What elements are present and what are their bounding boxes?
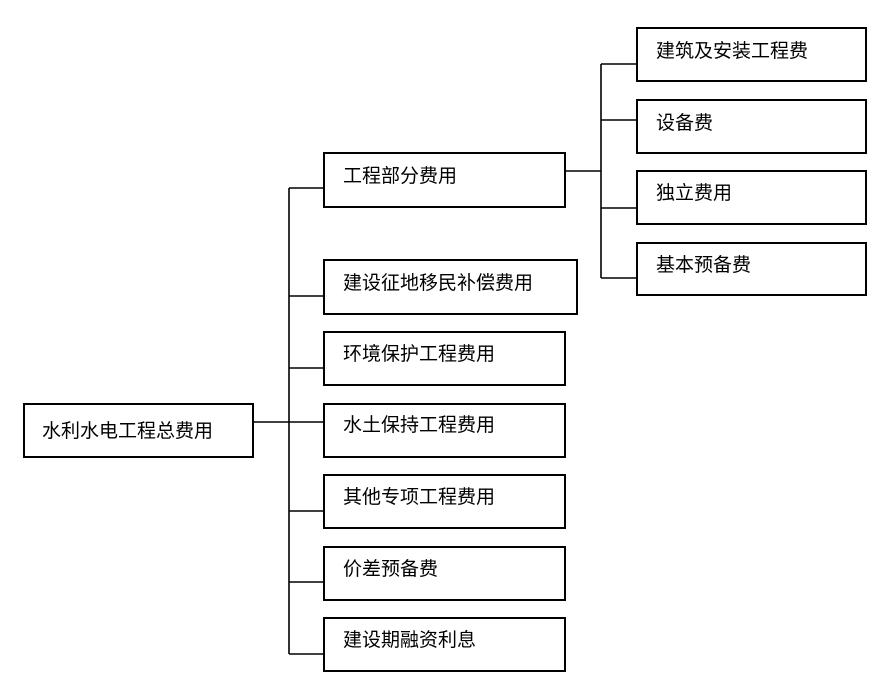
- level1-box: [323, 474, 566, 529]
- level2-label: 独立费用: [656, 182, 732, 204]
- level2-box: [636, 99, 867, 154]
- level1-box: [323, 331, 566, 386]
- level2-box: [636, 242, 867, 296]
- level1-node: 环境保护工程费用: [323, 331, 566, 386]
- level1-box: [323, 259, 578, 315]
- level1-label: 其他专项工程费用: [343, 486, 495, 508]
- level1-label: 工程部分费用: [343, 165, 457, 187]
- level1-label: 价差预备费: [343, 558, 438, 580]
- level1-label: 建设期融资利息: [343, 629, 476, 651]
- level2-label: 建筑及安装工程费: [656, 40, 808, 62]
- level2-node: 设备费: [636, 99, 867, 154]
- level2-node: 建筑及安装工程费: [636, 27, 867, 82]
- root-node: 水利水电工程总费用: [23, 403, 254, 458]
- root-box: [23, 403, 254, 458]
- level2-label: 基本预备费: [656, 254, 751, 276]
- level1-node: 水土保持工程费用: [323, 403, 566, 458]
- level1-node: 价差预备费: [323, 546, 566, 601]
- level1-box: [323, 617, 566, 672]
- level1-label: 建设征地移民补偿费用: [343, 272, 533, 294]
- connectors: [254, 63, 637, 655]
- level2-node: 基本预备费: [636, 242, 867, 296]
- level2-box: [636, 27, 867, 82]
- level1-node: 建设期融资利息: [323, 617, 566, 672]
- level1-box: [323, 403, 566, 458]
- level2-nodes: 建筑及安装工程费 设备费 独立费用 基本预备费: [636, 27, 867, 296]
- level1-label: 环境保护工程费用: [343, 343, 495, 365]
- level1-node: 建设征地移民补偿费用: [323, 259, 578, 315]
- level1-box: [323, 546, 566, 601]
- level1-box: [323, 152, 566, 208]
- level1-node: 其他专项工程费用: [323, 474, 566, 529]
- root-label: 水利水电工程总费用: [42, 420, 213, 442]
- level2-node: 独立费用: [636, 170, 867, 225]
- level2-label: 设备费: [656, 112, 713, 134]
- level1-nodes: 工程部分费用 建设征地移民补偿费用 环境保护工程费用 水土保持工程费用 其他专项…: [323, 152, 578, 672]
- level1-node: 工程部分费用: [323, 152, 566, 208]
- level1-label: 水土保持工程费用: [343, 414, 495, 436]
- level2-box: [636, 170, 867, 225]
